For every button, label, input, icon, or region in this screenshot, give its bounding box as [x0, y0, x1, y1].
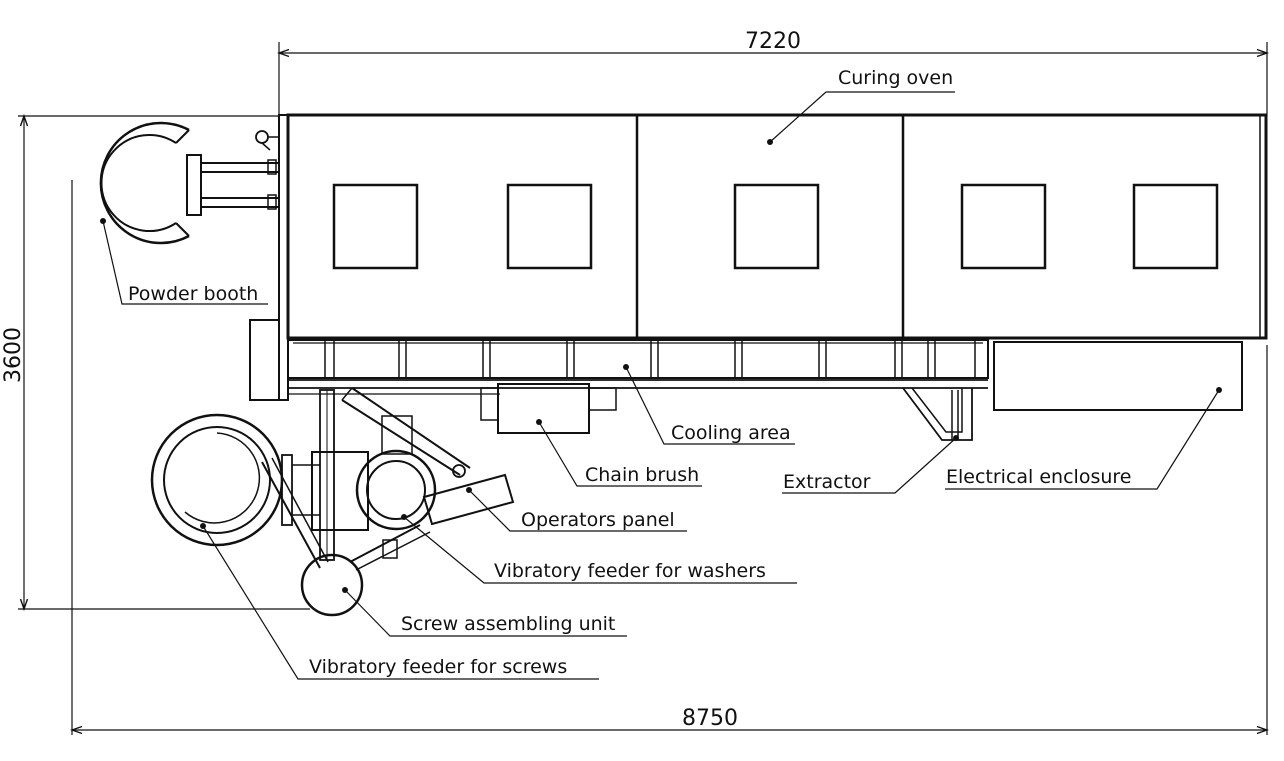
- extractor-label: Extractor: [783, 471, 871, 493]
- label-extractor: Extractor: [782, 435, 959, 494]
- dimension-bottom: 8750: [72, 180, 1267, 735]
- powder-booth: [99, 121, 279, 245]
- operators-panel: [422, 473, 515, 526]
- label-cooling-area: Cooling area: [623, 364, 795, 445]
- label-electrical-enclosure: Electrical enclosure: [945, 387, 1222, 490]
- label-chain-brush: Chain brush: [536, 419, 702, 487]
- dimension-top-value: 7220: [745, 29, 801, 54]
- cooling-area: [287, 339, 989, 395]
- powder-booth-label: Powder booth: [128, 283, 258, 305]
- label-vibratory-feeder-washers: Vibratory feeder for washers: [401, 514, 797, 584]
- vibratory-feeder-screws: [150, 413, 320, 547]
- dimension-left: 3600: [1, 116, 310, 609]
- label-operators-panel: Operators panel: [466, 487, 687, 532]
- vibratory-feeder-screws-label: Vibratory feeder for screws: [309, 656, 567, 678]
- curing-oven-label: Curing oven: [838, 67, 953, 89]
- electrical-enclosure-label: Electrical enclosure: [946, 466, 1131, 488]
- dimension-top: 7220: [279, 29, 1267, 116]
- operators-panel-label: Operators panel: [521, 509, 675, 531]
- label-vibratory-feeder-screws: Vibratory feeder for screws: [200, 523, 599, 680]
- cooling-area-label: Cooling area: [671, 422, 791, 444]
- conveyor-frame: [319, 387, 471, 561]
- label-curing-oven: Curing oven: [767, 67, 955, 145]
- label-screw-assembling-unit: Screw assembling unit: [342, 587, 627, 637]
- label-powder-booth: Powder booth: [100, 218, 268, 305]
- vibratory-feeder-washers-label: Vibratory feeder for washers: [494, 560, 766, 582]
- chain-brush: [480, 383, 617, 434]
- screw-assembling-unit-label: Screw assembling unit: [401, 613, 615, 635]
- dimension-bottom-value: 8750: [682, 706, 738, 731]
- screw-assembling-unit: [261, 451, 431, 617]
- dimension-left-value: 3600: [1, 327, 26, 383]
- chain-brush-label: Chain brush: [585, 464, 699, 486]
- curing-oven: [249, 113, 1268, 401]
- vibratory-feeder-washers: [355, 415, 437, 531]
- electrical-enclosure: [993, 341, 1243, 411]
- extractor: [902, 387, 973, 441]
